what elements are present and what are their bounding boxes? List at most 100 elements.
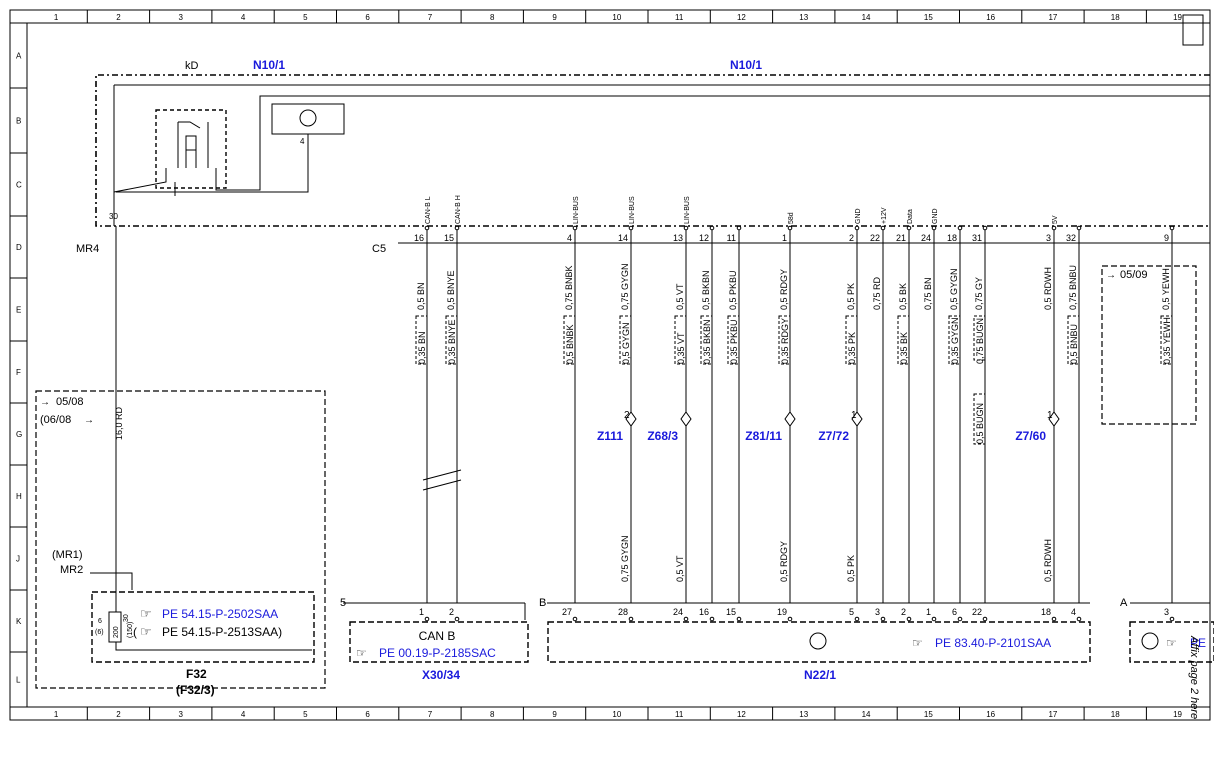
wire-mid-box bbox=[948, 315, 961, 365]
col-number-top: 18 bbox=[1111, 13, 1120, 22]
wire-label-mid2: 0,5 BUGN bbox=[975, 403, 985, 444]
wire-label-mid: 0,5 BNBK bbox=[565, 324, 575, 364]
transistor-symbol bbox=[299, 109, 317, 127]
pin-number: 31 bbox=[972, 233, 982, 243]
signal-name: LIN-BUS bbox=[573, 196, 580, 224]
wire-label-mid: 0,35 PK bbox=[847, 332, 857, 364]
zone-number: 1 bbox=[851, 410, 857, 421]
col-number-top: 12 bbox=[737, 13, 746, 22]
n10-1-label-right: N10/1 bbox=[730, 58, 762, 72]
fuse-value: 200 bbox=[113, 626, 120, 638]
row-letter: F bbox=[16, 368, 21, 377]
affix-page-note: Affix page 2 here bbox=[1188, 636, 1200, 720]
pin-dot bbox=[854, 225, 860, 231]
pin-dot bbox=[683, 616, 689, 622]
pin-dot bbox=[931, 225, 937, 231]
wire-label-top: 0,5 RDGY bbox=[779, 269, 789, 310]
transistor-box bbox=[271, 103, 345, 135]
col-number-bottom: 9 bbox=[552, 710, 557, 719]
pin-number: 3 bbox=[1046, 233, 1051, 243]
pin-number: 24 bbox=[921, 233, 931, 243]
signal-name: 5V bbox=[1052, 215, 1059, 224]
bottom-pin-number: 28 bbox=[618, 607, 628, 617]
zone-number: 1 bbox=[1047, 410, 1053, 421]
col-number-top: 4 bbox=[241, 13, 246, 22]
wire-label-bottom: 0,5 PK bbox=[846, 555, 856, 582]
ref-f32-paren: ( bbox=[133, 625, 137, 639]
wire-label-top: 0,75 GYGN bbox=[620, 263, 630, 310]
wire-label-top: 0,5 YEWH bbox=[1161, 268, 1171, 310]
canb-label: CAN B bbox=[419, 629, 456, 643]
wire-label-bottom: 0,75 GYGN bbox=[620, 535, 630, 582]
fuse-symbol bbox=[108, 611, 122, 643]
pin-number: 22 bbox=[870, 233, 880, 243]
splice-symbol bbox=[680, 411, 692, 427]
wire-label-top: 0,75 BNBK bbox=[564, 265, 574, 310]
zone-label: Z68/3 bbox=[647, 429, 678, 443]
signal-name: +12V bbox=[881, 207, 888, 224]
pin-dot bbox=[787, 616, 793, 622]
col-number-bottom: 11 bbox=[675, 710, 684, 719]
col-number-top: 8 bbox=[490, 13, 495, 22]
ref-hand-icon: ☞ bbox=[140, 606, 152, 621]
col-number-top: 15 bbox=[924, 13, 933, 22]
drawing-frame bbox=[9, 9, 1211, 721]
relay-wire bbox=[113, 168, 167, 193]
pin-dot bbox=[1169, 616, 1175, 622]
wire-mid-box bbox=[897, 315, 910, 365]
ref-hand-icon: ☞ bbox=[356, 646, 367, 660]
wire-mid-box bbox=[973, 315, 986, 361]
zone-label: Z7/60 bbox=[1015, 429, 1046, 443]
n10-1-module-outline bbox=[95, 74, 1210, 227]
pin-number: 4 bbox=[567, 233, 572, 243]
bottom-pin-number: 3 bbox=[875, 607, 880, 617]
wire-label-top: 0,75 GY bbox=[974, 277, 984, 310]
col-number-bottom: 4 bbox=[241, 710, 246, 719]
splice-symbol bbox=[625, 411, 637, 427]
wire-mid-box bbox=[727, 315, 740, 365]
wire-label-top: 0,5 PKBU bbox=[728, 270, 738, 310]
relay-box bbox=[155, 109, 227, 189]
mr2-wire bbox=[90, 572, 133, 590]
pin-dot bbox=[572, 225, 578, 231]
signal-name: GND bbox=[855, 208, 862, 224]
pin-dot bbox=[1076, 616, 1082, 622]
pin-dot bbox=[880, 616, 886, 622]
wire-mid-box bbox=[1160, 315, 1173, 365]
relay-coil bbox=[185, 135, 197, 151]
pin-number: 11 bbox=[727, 233, 736, 243]
diagram-labels: 1122334455667788991010111112121313141415… bbox=[16, 13, 1206, 719]
col-number-bottom: 17 bbox=[1048, 710, 1057, 719]
pin-dot bbox=[787, 225, 793, 231]
n22-1-label: N22/1 bbox=[804, 668, 836, 682]
bottom-pin-number: 22 bbox=[972, 607, 982, 617]
col-number-bottom: 13 bbox=[799, 710, 808, 719]
signal-wire bbox=[116, 134, 309, 193]
mr1-label: (MR1) bbox=[52, 549, 83, 561]
pin-dot bbox=[906, 616, 912, 622]
connector-5-label: 5 bbox=[340, 597, 346, 609]
pin-number: 2 bbox=[849, 233, 854, 243]
wire-label-top: 0,5 PK bbox=[846, 283, 856, 310]
pin-number: 15 bbox=[444, 233, 454, 243]
signal-name: CAN-B L bbox=[425, 196, 432, 224]
zone-label: Z81/11 bbox=[745, 429, 782, 443]
fuse-pin-30: 30 bbox=[123, 614, 130, 622]
bottom-pin-number: 2 bbox=[901, 607, 906, 617]
date-0508-label: 05/08 bbox=[56, 396, 84, 408]
pin-number: 1 bbox=[782, 233, 787, 243]
n10-1-label-left: N10/1 bbox=[253, 58, 285, 72]
bottom-pin-number: 27 bbox=[562, 607, 572, 617]
wire-mid-box bbox=[1067, 315, 1080, 365]
wire-label-top: 0,5 BNYE bbox=[446, 270, 456, 310]
wire-mid-box bbox=[845, 315, 858, 365]
bottom-pin-number: 15 bbox=[726, 607, 736, 617]
wire-label-top: 0,75 RD bbox=[872, 276, 882, 310]
col-number-bottom: 10 bbox=[612, 710, 621, 719]
bottom-pin-number: 18 bbox=[1041, 607, 1051, 617]
wire-label-bottom: 0,5 VT bbox=[675, 555, 685, 582]
pin-dot bbox=[454, 225, 460, 231]
wire-mid-box bbox=[778, 315, 791, 365]
col-number-top: 7 bbox=[428, 13, 433, 22]
